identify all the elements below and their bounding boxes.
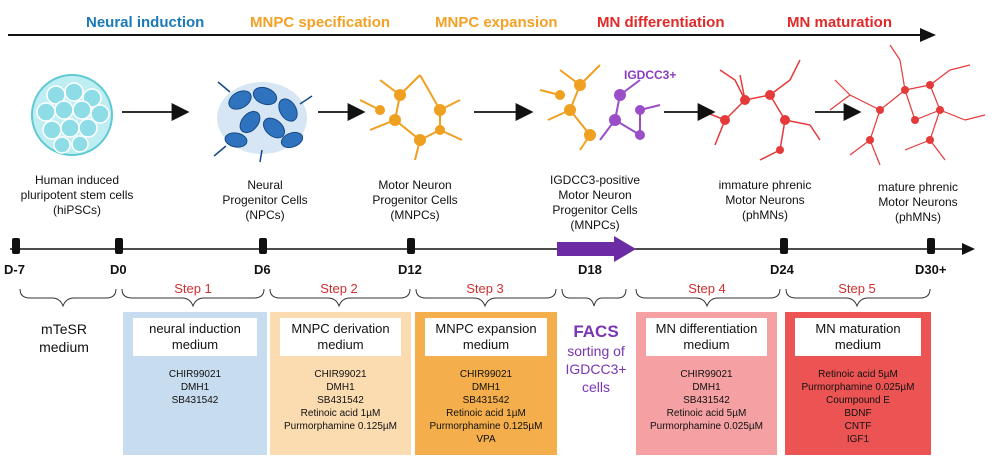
day-marker bbox=[927, 238, 935, 254]
igdcc3-mnpc-cluster-icon bbox=[539, 64, 661, 151]
day-label: D-7 bbox=[4, 262, 25, 277]
hipsc-colony-icon bbox=[31, 74, 113, 156]
day-marker bbox=[259, 238, 267, 254]
day-marker bbox=[407, 238, 415, 254]
step-label: Step 5 bbox=[838, 281, 876, 296]
day-label: D30+ bbox=[915, 262, 947, 277]
day-label: D24 bbox=[770, 262, 794, 277]
mature-phmn-icon bbox=[829, 44, 986, 166]
stage-mn-maturation: MN maturation bbox=[787, 14, 892, 31]
day-label: D12 bbox=[398, 262, 422, 277]
stage-mnpc-specification: MNPC specification bbox=[250, 14, 391, 31]
step-label: Step 1 bbox=[174, 281, 212, 296]
day-marker bbox=[780, 238, 788, 254]
day-marker bbox=[12, 238, 20, 254]
day-marker bbox=[115, 238, 123, 254]
igdcc3-tag: IGDCC3+ bbox=[624, 68, 677, 82]
facs-sorting-label: FACS sorting of IGDCC3+ cells bbox=[565, 322, 627, 395]
facs-arrow bbox=[557, 236, 636, 262]
npc-cluster-icon bbox=[213, 81, 313, 163]
interval-braces bbox=[19, 288, 931, 308]
day-label: D0 bbox=[110, 262, 127, 277]
day-label: D18 bbox=[578, 262, 602, 277]
step-label: Step 2 bbox=[320, 281, 358, 296]
step-label: Step 3 bbox=[466, 281, 504, 296]
stage-mn-differentiation: MN differentiation bbox=[597, 14, 725, 31]
step-label: Step 4 bbox=[688, 281, 726, 296]
day-label: D6 bbox=[254, 262, 271, 277]
immature-phmn-icon bbox=[699, 59, 821, 161]
stage-neural-induction: Neural induction bbox=[86, 14, 205, 31]
mnpc-cluster-icon bbox=[359, 74, 463, 161]
stage-mnpc-expansion: MNPC expansion bbox=[435, 14, 558, 31]
